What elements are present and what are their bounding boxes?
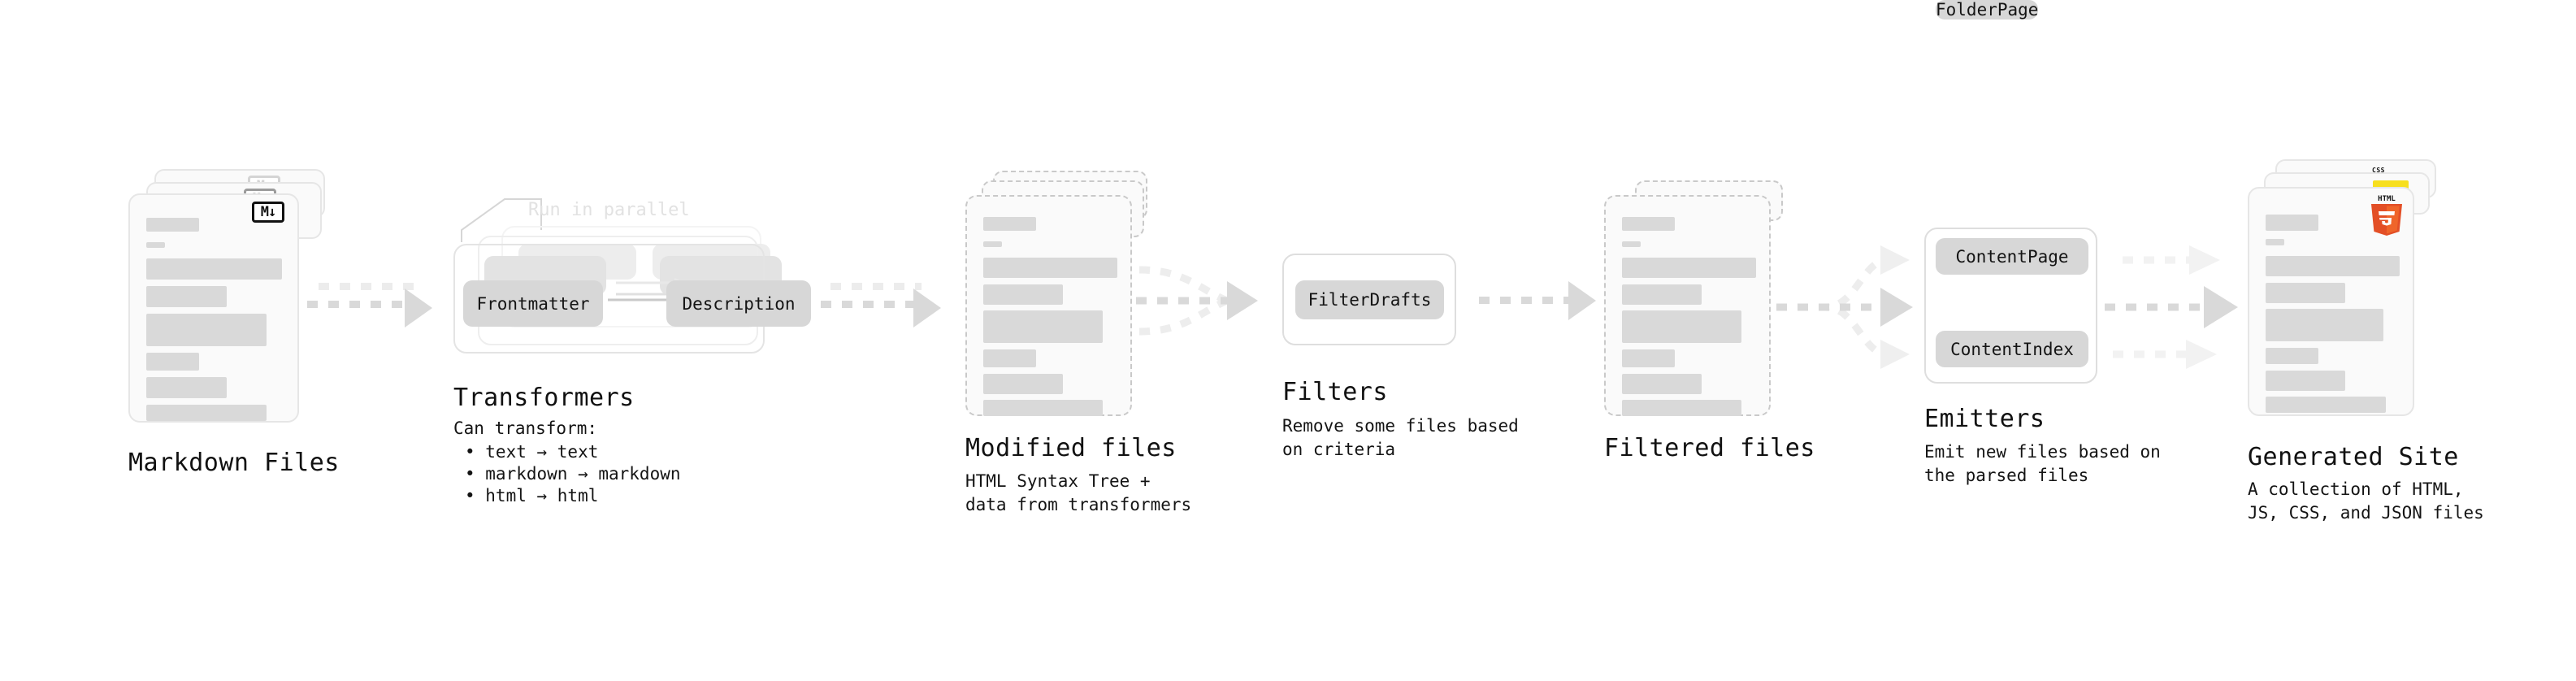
- transformers-bullet-2: • html → html: [465, 486, 599, 505]
- connector-filtered-to-emitters: [1776, 234, 1923, 384]
- run-in-parallel-bracket: [460, 197, 566, 242]
- generated-site-description: A collection of HTML, JS, CSS, and JSON …: [2248, 479, 2484, 523]
- transformer-chip-description[interactable]: Description: [666, 280, 811, 327]
- markdown-file-card-front: [128, 193, 299, 423]
- emitters-chip-contentpage[interactable]: ContentPage: [1936, 238, 2088, 275]
- markdown-badge-front: M↓: [252, 202, 284, 223]
- css-badge-label: CSS: [2372, 167, 2385, 174]
- emitters-chip-folderpage[interactable]: FolderPage: [1936, 0, 2039, 20]
- filters-title: Filters: [1282, 378, 1388, 406]
- markdown-files-title: Markdown Files: [128, 449, 340, 477]
- emitters-chip-contentindex[interactable]: ContentIndex: [1936, 331, 2088, 367]
- filters-description: Remove some files based on criteria: [1282, 416, 1519, 459]
- filtered-file-card-front: [1604, 195, 1771, 416]
- transformer-chip-frontmatter[interactable]: Frontmatter: [463, 280, 603, 327]
- filters-chip-filterdrafts[interactable]: FilterDrafts: [1295, 280, 1444, 319]
- modified-file-card-front: [965, 195, 1132, 416]
- emitters-title: Emitters: [1924, 405, 2045, 433]
- svg-text:HTML: HTML: [2378, 195, 2396, 203]
- html5-icon: HTML: [2368, 193, 2405, 236]
- modified-files-title: Modified files: [965, 434, 1177, 462]
- generated-site-title: Generated Site: [2248, 443, 2459, 471]
- emitters-description: Emit new files based on the parsed files: [1924, 442, 2161, 485]
- filtered-files-title: Filtered files: [1604, 434, 1815, 462]
- transformers-bullet-1: • markdown → markdown: [465, 464, 681, 484]
- transformers-title: Transformers: [453, 384, 635, 412]
- connector-emitters-to-site: [2105, 234, 2251, 384]
- run-in-parallel-note: Run in parallel: [528, 200, 690, 220]
- modified-files-description: HTML Syntax Tree + data from transformer…: [965, 471, 1192, 514]
- connector-modified-to-filters: [1136, 252, 1282, 353]
- transformers-bullet-0: • text → text: [465, 442, 599, 462]
- transformers-description: Can transform:: [453, 419, 598, 438]
